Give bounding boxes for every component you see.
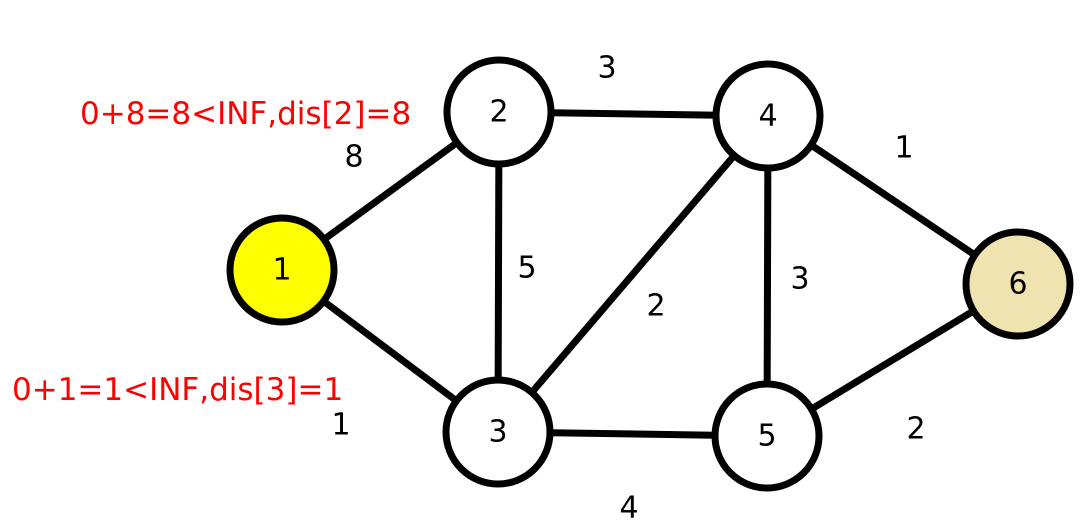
node-4: 4 [712,60,824,172]
edge-weight-1-2: 8 [344,140,363,175]
node-5: 5 [711,380,823,492]
weights-layer: 8 1 3 5 2 4 3 1 2 [331,51,925,526]
node-2-circle [443,56,555,168]
node-6-label: 6 [1008,267,1027,302]
annotations-layer: 0+8=8<INF,dis[2]=8 0+1=1<INF,dis[3]=1 [12,96,411,408]
edge-weight-2-3: 5 [517,251,536,286]
edge-weight-3-4: 2 [646,289,665,324]
node-3-circle [442,376,554,488]
node-5-label: 5 [757,419,776,454]
node-1: 1 [226,214,338,326]
node-6: 6 [962,228,1074,340]
nodes-layer: 1 2 3 4 5 6 [226,56,1074,492]
node-2-label: 2 [489,95,508,130]
edge-weight-5-6: 2 [906,412,925,447]
node-1-label: 1 [272,253,291,288]
edge-weight-4-5: 3 [790,262,809,297]
node-1-circle [226,214,338,326]
node-2: 2 [443,56,555,168]
node-4-circle [712,60,824,172]
node-4-label: 4 [758,99,777,134]
edge-weight-2-4: 3 [597,51,616,86]
edge-weight-1-3: 1 [331,408,350,443]
node-3-label: 3 [488,415,507,450]
node-3: 3 [442,376,554,488]
edge-weight-4-6: 1 [894,131,913,166]
relaxation-note-2: 0+1=1<INF,dis[3]=1 [12,372,343,408]
relaxation-note-1: 0+8=8<INF,dis[2]=8 [80,96,411,132]
edge-weight-3-5: 4 [619,491,638,526]
node-5-circle [711,380,823,492]
edge-3-4 [495,113,771,435]
node-6-circle [962,228,1074,340]
